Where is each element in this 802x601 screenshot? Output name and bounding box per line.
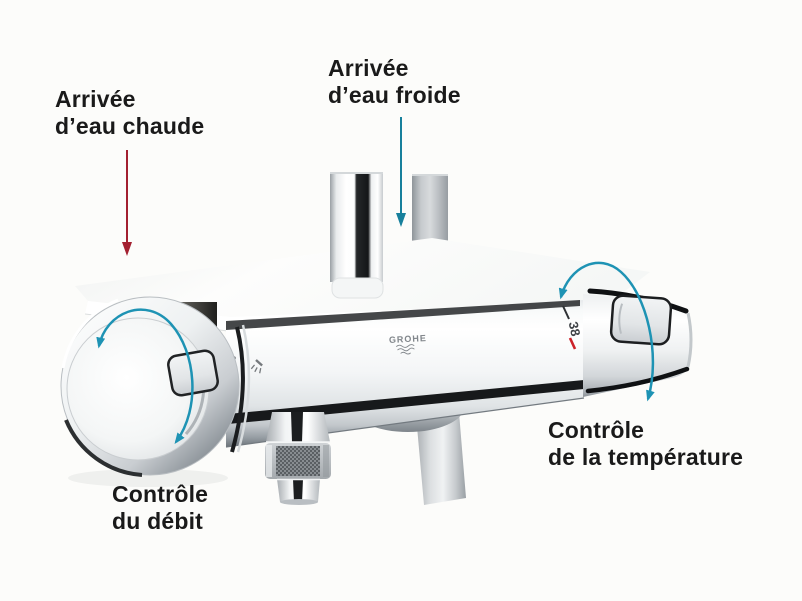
- temperature-control-label-line2: de la température: [548, 444, 744, 470]
- temperature-38-mark: 38: [566, 320, 584, 337]
- flow-control-label: Contrôle du débit: [112, 481, 208, 535]
- flow-rotation-arrow: [96, 308, 194, 445]
- knurled-nut: [276, 446, 320, 476]
- grohe-logo: GROHE: [389, 333, 427, 355]
- grohe-wave-icon: [395, 344, 415, 355]
- cold-water-inlet-label-line2: d’eau froide: [328, 82, 461, 108]
- hot-water-inlet-label: Arrivée d’eau chaude: [55, 86, 204, 140]
- flow-control-label-line2: du débit: [112, 508, 204, 534]
- shower-hose-connector: [265, 412, 331, 505]
- temperature-control-label: Contrôle de la température: [548, 417, 743, 471]
- hot-water-inlet-label-line1: Arrivée: [55, 86, 136, 112]
- grohe-logo-text: GROHE: [389, 333, 427, 345]
- shower-spray-marking: [250, 359, 263, 374]
- temperature-rotation-arrow: [558, 261, 655, 402]
- temperature-control-knob: [583, 288, 693, 397]
- cold-water-inlet-label: Arrivée d’eau froide: [328, 55, 461, 109]
- riser-pipe: [330, 172, 384, 299]
- hot-water-inlet-label-line2: d’eau chaude: [55, 113, 205, 139]
- temperature-control-label-line1: Contrôle: [548, 417, 645, 443]
- flow-control-label-line1: Contrôle: [112, 481, 209, 507]
- cold-water-inlet-label-line1: Arrivée: [328, 55, 409, 81]
